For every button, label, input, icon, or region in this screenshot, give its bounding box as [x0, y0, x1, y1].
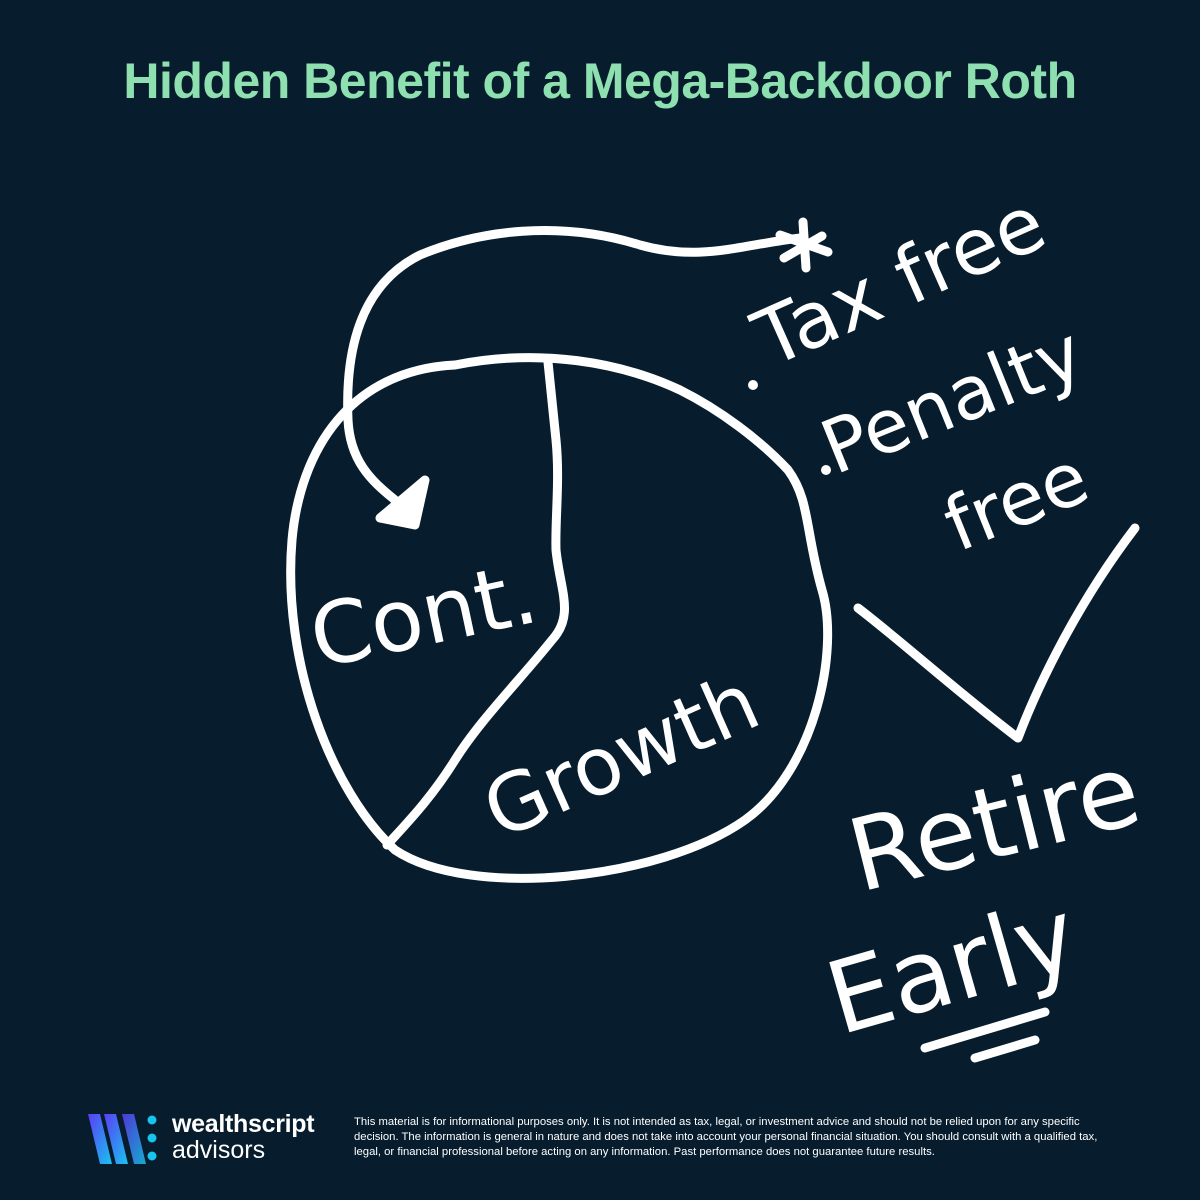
curved-arrow-icon	[343, 226, 805, 505]
wealthscript-logo	[88, 1114, 157, 1164]
pie-left-label: Cont.	[302, 543, 546, 688]
brand-name: wealthscript	[172, 1110, 315, 1138]
disclaimer-text: This material is for informational purpo…	[354, 1116, 1098, 1158]
arrow-head	[375, 475, 430, 530]
checkmark-icon	[853, 523, 1140, 743]
underline	[920, 1007, 1050, 1053]
underline	[970, 1035, 1040, 1063]
page-title: Hidden Benefit of a Mega-Backdoor Roth	[123, 53, 1077, 109]
pie-divider	[382, 357, 569, 850]
benefit-free: free	[933, 434, 1100, 568]
pie-outline	[286, 353, 833, 883]
brand-subtitle: advisors	[172, 1136, 266, 1164]
bullet-dot	[748, 380, 758, 390]
bullet-dot	[821, 465, 831, 475]
outcome-early: Early	[814, 876, 1089, 1058]
outcome-retire: Retire	[838, 731, 1152, 916]
asterisk-icon	[775, 217, 833, 273]
